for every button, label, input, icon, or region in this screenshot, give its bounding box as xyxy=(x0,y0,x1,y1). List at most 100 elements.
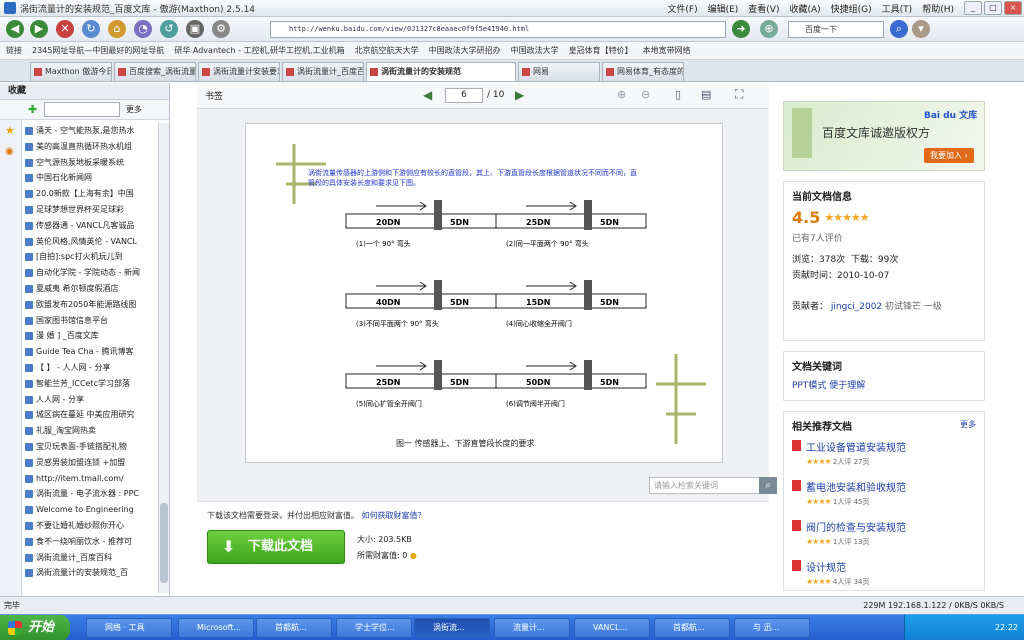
next-page-icon[interactable]: ▶ xyxy=(515,88,525,102)
favorite-item[interactable]: Guide Tea Cha - 腾讯博客 xyxy=(24,344,158,360)
favorite-item[interactable]: 食不一绕响丽饮水 - 推荐可 xyxy=(24,534,158,550)
menu-view[interactable]: 查看(V) xyxy=(748,5,780,15)
multi-page-icon[interactable]: ▤ xyxy=(701,88,712,101)
doc-search-button[interactable]: ⌕ xyxy=(759,477,777,494)
bookmark-advantech[interactable]: 研华 Advantech - 工控机,研华工控机,工业机箱 xyxy=(174,46,345,55)
stop-icon[interactable]: ✕ xyxy=(56,20,74,38)
favorite-item[interactable]: 中国石化新闻网 xyxy=(24,170,158,186)
menu-tools[interactable]: 工具(T) xyxy=(881,5,913,15)
maximize-button[interactable]: □ xyxy=(984,1,1002,15)
favorite-filter-select[interactable] xyxy=(44,102,120,117)
taskbar-item[interactable]: 学士学位... xyxy=(336,618,412,638)
rss-feed-icon[interactable]: ◉ xyxy=(5,146,14,157)
taskbar-item[interactable]: 首都航... xyxy=(256,618,332,638)
doc-search-input[interactable]: 请输入检索关键词 xyxy=(649,477,761,494)
related-doc-title[interactable]: 设计规范 xyxy=(806,563,846,574)
go-icon[interactable]: ➜ xyxy=(732,20,750,38)
download-button[interactable]: ⬇ 下载此文档 xyxy=(207,530,345,564)
bookmark-links[interactable]: 链接 xyxy=(6,46,22,55)
favorite-item[interactable]: 涡街流量计_百度百科 xyxy=(24,550,158,566)
bookmark-toggle[interactable]: 书签 xyxy=(205,92,224,102)
favorite-item[interactable]: 20.0新款【上海有余】中国 xyxy=(24,186,158,202)
favorite-item[interactable]: Welcome to Engineering xyxy=(24,502,158,518)
tools-icon[interactable]: ⚙ xyxy=(212,20,230,38)
search-icon[interactable]: ⌕ xyxy=(890,20,908,38)
favorite-item[interactable]: 灵感男装加盟连锁 +加盟 xyxy=(24,455,158,471)
tab-wenku-active[interactable]: 涡街流量计的安装规范 xyxy=(366,62,516,81)
bookmark-crown[interactable]: 皇冠体育【特价】 xyxy=(568,46,633,55)
keyword-understand[interactable]: 便于理解 xyxy=(829,381,866,391)
search-options-icon[interactable]: ▾ xyxy=(912,20,930,38)
favorite-item[interactable]: 空气源热泵地板采暖系统 xyxy=(24,155,158,171)
bookmark-beihang[interactable]: 北京航空航天大学 xyxy=(354,46,419,55)
favorite-item[interactable]: 不要让婚礼婚纱照你开心 xyxy=(24,518,158,534)
bookmark-cupl[interactable]: 中国政法大学 xyxy=(510,46,559,55)
bookmark-broadband[interactable]: 本地宽带网络 xyxy=(642,46,691,55)
wealth-help-link[interactable]: 如何获取财富值？ xyxy=(361,511,426,520)
menu-file[interactable]: 文件(F) xyxy=(667,5,698,15)
tab-baidu-search[interactable]: 百度搜索_涡街流量计安装规范 xyxy=(114,62,196,81)
favorite-item[interactable]: [自拍]:spc打火机玩儿到 xyxy=(24,249,158,265)
related-more-link[interactable]: 更多 xyxy=(960,420,976,429)
undo-close-icon[interactable]: ↺ xyxy=(160,20,178,38)
star-icon[interactable]: ★ xyxy=(5,124,15,137)
close-button[interactable]: × xyxy=(1004,1,1022,15)
tab-baike[interactable]: 涡街流量计_百度百科 xyxy=(282,62,364,81)
history-icon[interactable]: ◔ xyxy=(134,20,152,38)
favorite-item[interactable]: 宝贝玩表面-手链搭配礼物 xyxy=(24,439,158,455)
favorite-item[interactable]: 【 】 - 人人网 - 分享 xyxy=(24,360,158,376)
favorite-item[interactable]: 城区病在蔓延 中美应用研究 xyxy=(24,407,158,423)
bookmark-cupl-grad[interactable]: 中国政法大学研招办 xyxy=(428,46,501,55)
tab-netease-sports[interactable]: 网易体育_有态度的体育门户 xyxy=(602,62,684,81)
taskbar-item[interactable]: 网络 · 工具 xyxy=(86,618,172,638)
keyword-ppt[interactable]: PPT模式 xyxy=(792,381,827,391)
join-button[interactable]: 我要加入 › xyxy=(924,148,974,163)
favorite-item[interactable]: 英伦风格,风情英伦 - VANCL xyxy=(24,234,158,250)
favorite-item[interactable]: 自动化学院 - 学院动态 - 新闻 xyxy=(24,265,158,281)
copyright-banner[interactable]: Bai du 文库 百度文库诚邀版权方 我要加入 › xyxy=(783,101,985,171)
favorite-item[interactable]: 美的高温直热循环热水机组 xyxy=(24,139,158,155)
favorite-item[interactable]: 足球梦想世界杯买足球彩 xyxy=(24,202,158,218)
favorite-item[interactable]: 漫 婚 ] _百度文库 xyxy=(24,328,158,344)
related-doc-title[interactable]: 蓄电池安装和验收规范 xyxy=(806,483,906,494)
favorite-item[interactable]: 欧盟发布2050年能源路线图 xyxy=(24,297,158,313)
sidebar-scrollbar[interactable] xyxy=(158,123,169,593)
start-button[interactable]: 开始 xyxy=(0,615,70,640)
home-icon[interactable]: ⌂ xyxy=(108,20,126,38)
screenshot-icon[interactable]: ▣ xyxy=(186,20,204,38)
fullscreen-icon[interactable]: ⛶ xyxy=(735,87,744,101)
favorite-item[interactable]: 涡街流量计的安装规范_百 xyxy=(24,565,158,581)
contributor-link[interactable]: jingci_2002 xyxy=(830,302,883,312)
back-icon[interactable]: ◀ xyxy=(6,20,24,38)
single-page-icon[interactable]: ▯ xyxy=(675,88,682,101)
minimize-button[interactable]: _ xyxy=(964,1,982,15)
sidebar-more[interactable]: 更多 xyxy=(126,105,142,114)
favorite-item[interactable]: 传感器通 - VANCL凡客诚品 xyxy=(24,218,158,234)
tab-netease[interactable]: 网易 xyxy=(518,62,600,81)
favorite-item[interactable]: 涡街流量 - 电子流水器 : PPC xyxy=(24,486,158,502)
favorite-item[interactable]: 国家图书馆信息平台 xyxy=(24,313,158,329)
favorite-item[interactable]: 夏威夷 希尔顿度假酒店 xyxy=(24,281,158,297)
menu-favorites[interactable]: 收藏(A) xyxy=(789,5,821,15)
refresh-icon[interactable]: ↻ xyxy=(82,20,100,38)
related-doc-title[interactable]: 工业设备管道安装规范 xyxy=(806,443,906,454)
favorite-item[interactable]: 涌天 - 空气能热泵,是您热水 xyxy=(24,123,158,139)
taskbar-item[interactable]: 首都航... xyxy=(654,618,730,638)
taskbar-item[interactable]: VANCL... xyxy=(574,618,650,638)
prev-page-icon[interactable]: ◀ xyxy=(423,88,433,102)
forward-icon[interactable]: ▶ xyxy=(30,20,48,38)
taskbar-item[interactable]: 与 迅... xyxy=(734,618,810,638)
favorite-item[interactable]: 礼服_淘宝网热卖 xyxy=(24,423,158,439)
address-bar[interactable]: http://wenku.baidu.com/view/0J1327c8eaae… xyxy=(270,21,726,38)
search-box[interactable]: 百度一下 xyxy=(788,21,884,38)
taskbar-item[interactable]: 流量计... xyxy=(494,618,570,638)
tab-maxthon-today[interactable]: Maxthon 傲游今日 xyxy=(30,62,112,81)
favorite-item[interactable]: 人人网 - 分享 xyxy=(24,392,158,408)
menu-help[interactable]: 帮助(H) xyxy=(922,5,954,15)
scrollbar-thumb[interactable] xyxy=(160,503,168,583)
add-favorite-icon[interactable]: ✚ xyxy=(28,103,38,116)
related-doc-title[interactable]: 阀门的检查与安装规范 xyxy=(806,523,906,534)
bookmark-2345[interactable]: 2345网址导航—中国最好的网址导航 xyxy=(32,46,165,55)
menu-edit[interactable]: 编辑(E) xyxy=(707,5,739,15)
taskbar-item[interactable]: 涡街流... xyxy=(414,618,490,638)
